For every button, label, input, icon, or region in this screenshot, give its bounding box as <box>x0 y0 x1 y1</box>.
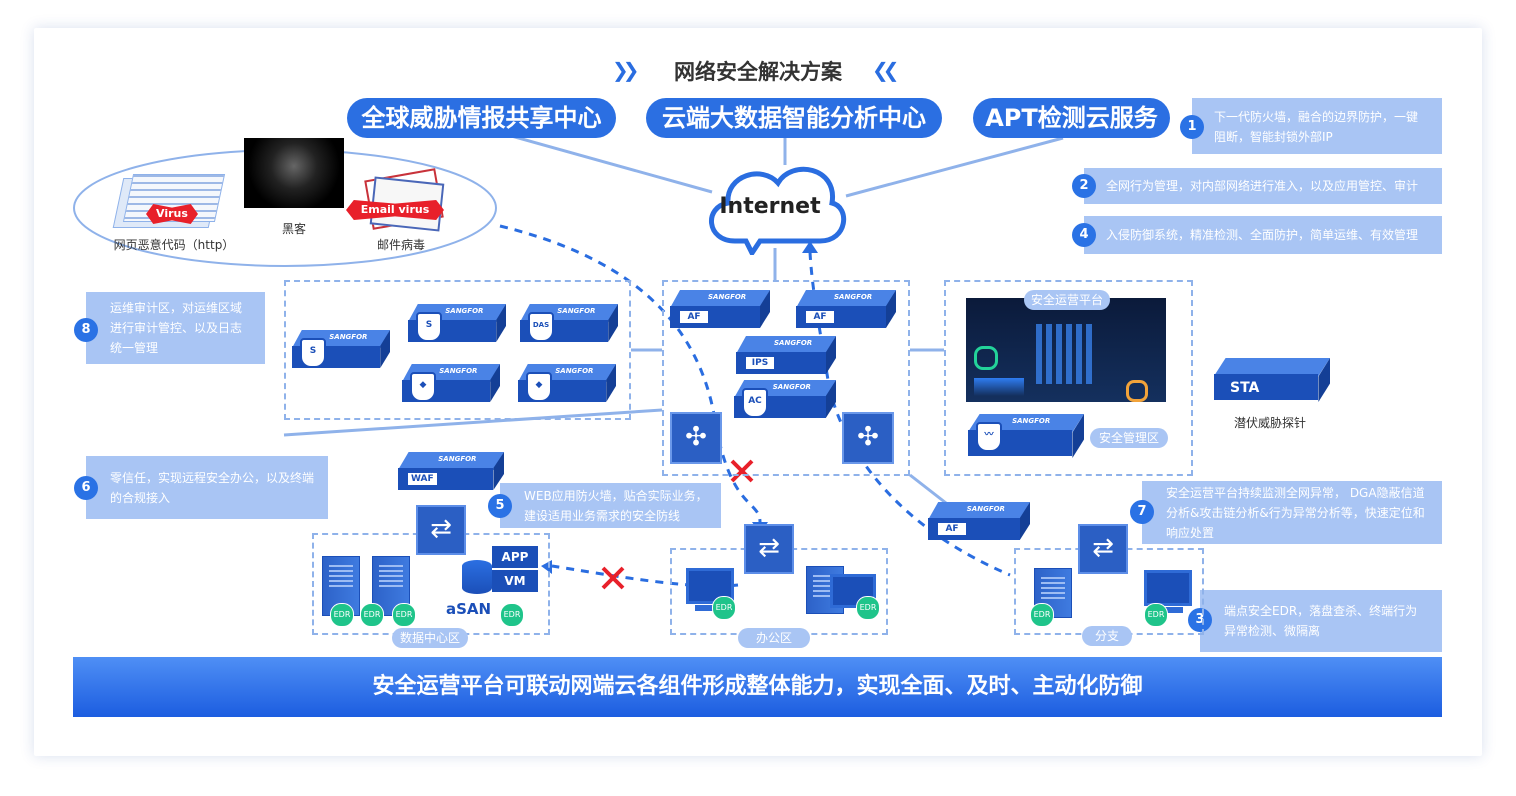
note-1: 下一代防火墙，融合的边界防护，一键阻断，智能封锁外部IP <box>1192 98 1442 154</box>
bottom-banner: 安全运营平台可联动网端云各组件形成整体能力，实现全面、及时、主动化防御 <box>73 657 1442 717</box>
mgmt-device: SANGFOR〰 <box>968 414 1084 458</box>
note-4-number: 4 <box>1072 223 1096 247</box>
email-virus-badge: Email virus <box>346 200 444 220</box>
edr-badge: EDR <box>360 603 384 627</box>
sta-device: STA <box>1214 358 1330 402</box>
das-shield-icon: DAS <box>528 312 554 342</box>
core-router-right-icon: ✣ <box>842 412 894 464</box>
pulse-shield-icon: 〰 <box>976 422 1002 452</box>
service-threat-intel: 全球威胁情报共享中心 <box>347 98 616 138</box>
note-5-number: 5 <box>488 494 512 518</box>
audit-device-3: SANGFOR◆ <box>402 364 500 402</box>
datacenter-tag: 数据中心区 <box>392 628 468 648</box>
office-pc-stand <box>695 605 725 611</box>
branch-pc-stand <box>1153 607 1183 613</box>
email-threat-label: 邮件病毒 <box>376 238 425 252</box>
page-title: 网络安全解决方案 <box>674 60 842 84</box>
hacker-label: 黑客 <box>281 222 306 236</box>
shield-icon: S <box>300 338 326 368</box>
branch-pc-icon <box>1144 570 1192 606</box>
service-bigdata: 云端大数据智能分析中心 <box>646 98 942 138</box>
chevron-left-icon: ❮❮ <box>872 58 899 82</box>
note-8: 运维审计区，对运维区域进行审计管控、以及日志统一管理 <box>86 292 265 364</box>
edr-badge: EDR <box>392 603 416 627</box>
line-core-waf <box>283 408 663 437</box>
line-apt <box>845 136 1064 198</box>
line-threat-intel <box>489 128 713 194</box>
virus-badge: Virus <box>146 204 198 224</box>
core-zone <box>662 280 910 476</box>
note-4: 入侵防御系统，精准检测、全面防护，简单运维、有效管理 <box>1084 216 1442 254</box>
sta-label: 潜伏威胁探针 <box>1233 416 1306 430</box>
note-8-number: 8 <box>74 318 98 342</box>
note-2-number: 2 <box>1072 174 1096 198</box>
note-1-number: 1 <box>1180 115 1204 139</box>
shield-icon: S <box>416 312 442 342</box>
asan-label: aSAN <box>446 600 492 618</box>
hacker-mask-icon <box>244 138 344 208</box>
arrowhead-internet <box>802 241 818 253</box>
core-router-left-icon: ✣ <box>670 412 722 464</box>
web-threat-label: 网页恶意代码（http） <box>113 238 235 252</box>
block-x-1b <box>730 459 754 483</box>
email-icon: Email virus <box>346 168 446 232</box>
office-switch-icon: ⇄ <box>744 524 794 574</box>
mgmt-zone <box>944 280 1193 476</box>
cloud-icon <box>709 166 847 255</box>
vm-block: VM <box>492 570 538 592</box>
block-marks <box>601 459 754 590</box>
edr-badge: EDR <box>1144 603 1168 627</box>
audit-device-4: SANGFOR◆ <box>518 364 616 402</box>
note-6: 零信任，实现远程安全办公，以及终端的合规接入 <box>86 456 328 519</box>
ops-dashboard-screen <box>966 298 1166 402</box>
note-2: 全网行为管理，对内部网络进行准入，以及应用管控、审计 <box>1084 168 1442 204</box>
edr-badge: EDR <box>712 596 736 620</box>
audit-zone <box>284 280 631 420</box>
edr-badge: EDR <box>330 603 354 627</box>
shield-icon: ◆ <box>410 372 436 402</box>
edr-badge: EDR <box>1030 603 1054 627</box>
office-monitor-icon <box>830 574 876 608</box>
datacenter-switch-icon: ⇄ <box>416 505 466 555</box>
edr-badge: EDR <box>500 603 524 627</box>
ac-shield-icon: AC <box>742 388 768 418</box>
service-apt: APT检测云服务 <box>973 98 1170 138</box>
office-tag: 办公区 <box>738 628 810 648</box>
ops-platform-tag: 安全运营平台 <box>1024 290 1110 310</box>
block-x-2b <box>601 566 625 590</box>
note-7: 安全运营平台持续监测全网异常， DGA隐蔽信道分析&攻击链分析&行为异常分析等，… <box>1142 481 1442 544</box>
branch-switch-icon: ⇄ <box>1078 524 1128 574</box>
app-block: APP <box>492 546 538 568</box>
internet-label: Internet <box>719 194 821 219</box>
mgmt-zone-tag: 安全管理区 <box>1090 428 1168 448</box>
note-3: 端点安全EDR，落盘查杀、终端行为异常检测、微隔离 <box>1200 590 1442 652</box>
shield-icon: ◆ <box>526 372 552 402</box>
edr-badge: EDR <box>856 596 880 620</box>
note-7-number: 7 <box>1130 500 1154 524</box>
storage-cylinder-icon <box>462 560 492 594</box>
branch-tag: 分支 <box>1082 626 1132 646</box>
note-6-number: 6 <box>74 476 98 500</box>
note-5: WEB应用防火墙，贴合实际业务，建设适用业务需求的安全防线 <box>500 483 721 528</box>
web-page-icon: Virus <box>112 174 226 230</box>
note-3-number: 3 <box>1188 608 1212 632</box>
